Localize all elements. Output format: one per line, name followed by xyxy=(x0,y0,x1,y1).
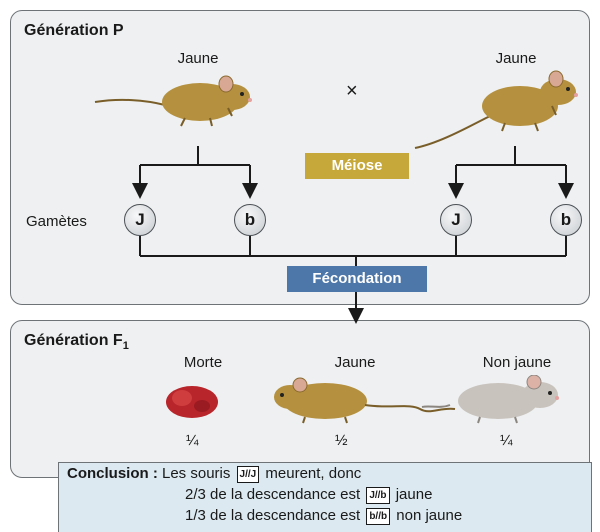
gamete-b-left: b xyxy=(234,204,266,236)
conclusion-box: Conclusion : Les souris J//J meurent, do… xyxy=(58,462,592,532)
meiose-tag: Méiose xyxy=(305,153,409,179)
conclusion-line-1-text-b: meurent, donc xyxy=(265,465,361,482)
conclusion-prefix: Conclusion : xyxy=(67,465,158,482)
offspring-grey-mouse-icon xyxy=(420,375,590,425)
fraction-jaune: ½ xyxy=(335,432,348,449)
fecondation-tag: Fécondation xyxy=(287,266,427,292)
gamete-j-right: J xyxy=(440,204,472,236)
dead-mouse-icon xyxy=(162,378,222,422)
genotype-jj-box: J//J xyxy=(237,466,260,483)
generation-f1-heading: Génération F1 xyxy=(24,332,129,352)
parent-left-label: Jaune xyxy=(168,50,228,67)
fraction-morte: ¼ xyxy=(186,432,199,449)
cross-symbol: × xyxy=(346,80,358,103)
conclusion-line-2-text-b: jaune xyxy=(396,486,433,503)
conclusion-line-1: Conclusion : Les souris J//J meurent, do… xyxy=(67,465,361,483)
conclusion-line-3-text-b: non jaune xyxy=(396,507,462,524)
conclusion-line-2-text-a: 2/3 de la descendance est xyxy=(185,486,360,503)
genotype-jb-box: J//b xyxy=(366,487,389,504)
conclusion-line-1-text-a: Les souris xyxy=(162,465,230,482)
genotype-bb-box: b//b xyxy=(366,508,390,525)
parent-left-mouse-icon xyxy=(90,70,260,130)
gamete-b-right: b xyxy=(550,204,582,236)
offspring-jaune-label: Jaune xyxy=(320,354,390,371)
fraction-non-jaune: ¼ xyxy=(500,432,513,449)
parent-right-label: Jaune xyxy=(486,50,546,67)
generation-p-heading: Génération P xyxy=(24,22,124,40)
gamete-j-left: J xyxy=(124,204,156,236)
parent-right-mouse-icon xyxy=(410,68,590,152)
conclusion-line-3-text-a: 1/3 de la descendance est xyxy=(185,507,360,524)
offspring-non-jaune-label: Non jaune xyxy=(462,354,572,371)
conclusion-line-2: 2/3 de la descendance est J//b jaune xyxy=(185,486,432,504)
gametes-label: Gamètes xyxy=(26,213,106,230)
offspring-morte-label: Morte xyxy=(168,354,238,371)
conclusion-line-3: 1/3 de la descendance est b//b non jaune xyxy=(185,507,462,525)
